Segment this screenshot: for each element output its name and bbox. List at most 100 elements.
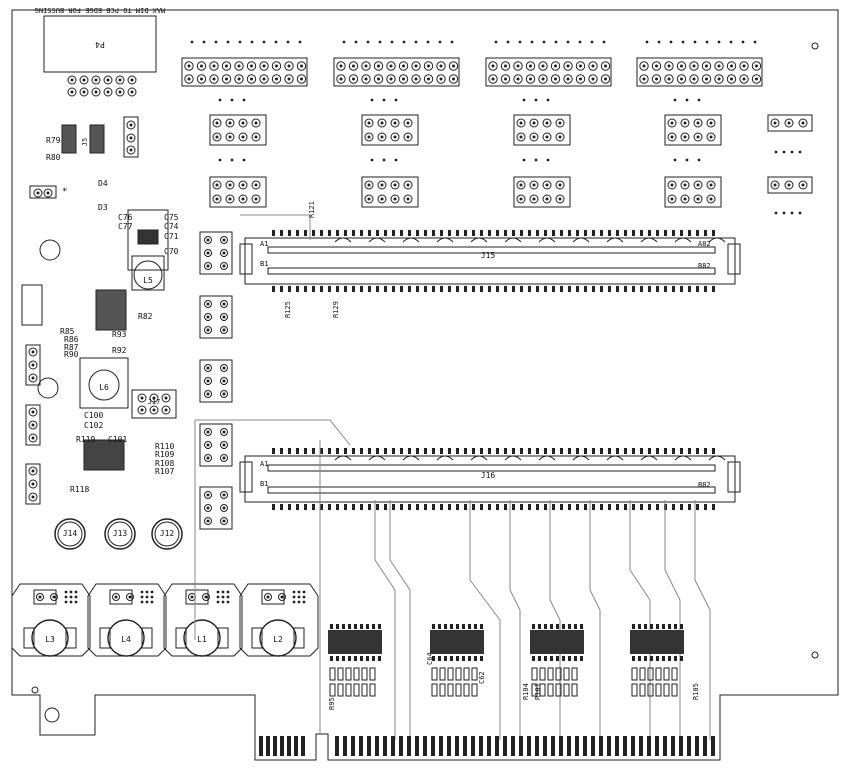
pin-hole: [275, 64, 278, 68]
pin-hole: [152, 408, 156, 412]
via: [534, 98, 538, 102]
pin-pad: [212, 194, 222, 204]
r109-label: R109: [155, 450, 174, 459]
pin-hole: [755, 77, 758, 81]
pin-pad: [701, 61, 712, 71]
pin-hole: [367, 135, 371, 139]
pin-pad: [115, 87, 125, 97]
pin-pad: [246, 74, 257, 84]
pin-hole: [414, 64, 418, 68]
via: [342, 40, 346, 44]
pin-hole: [655, 77, 658, 81]
pin-pad: [448, 61, 459, 71]
pin-hole: [31, 350, 35, 354]
connector-p4: [43, 15, 157, 73]
pin-hole: [742, 64, 746, 68]
via: [250, 40, 254, 44]
pin-hole: [222, 443, 226, 447]
via: [370, 98, 374, 102]
pin-pad: [600, 74, 611, 84]
j15-b1: B1: [260, 260, 268, 268]
pin-hole: [367, 183, 371, 187]
pin-pad: [516, 118, 526, 128]
pin-hole: [36, 191, 40, 195]
header-block: [209, 114, 267, 146]
pin-hole: [222, 493, 226, 497]
r90-label: R90: [64, 350, 79, 359]
pin-pad: [390, 194, 400, 204]
pin-hole: [532, 121, 536, 125]
pin-pad: [296, 61, 307, 71]
pin-hole: [352, 77, 355, 81]
pin-hole: [380, 121, 384, 125]
via: [685, 158, 689, 162]
pin-pad: [403, 118, 413, 128]
p4-pins: [67, 75, 137, 97]
mount-hole: [31, 686, 39, 694]
pin-hole: [82, 90, 86, 94]
pin-pad: [220, 504, 228, 512]
pin-hole: [70, 78, 74, 82]
pin-hole: [254, 121, 258, 125]
pin-pad: [220, 313, 228, 321]
pin-hole: [38, 595, 42, 599]
c76-label: C76: [118, 213, 133, 222]
r107-label: R107: [155, 467, 174, 476]
pin-hole: [164, 408, 168, 412]
header-block: [209, 176, 267, 208]
pin-pad: [798, 118, 808, 128]
pin-hole: [427, 77, 430, 81]
j16-a1: A1: [260, 460, 268, 468]
via: [274, 40, 278, 44]
pin-pad: [79, 75, 89, 85]
pin-pad: [28, 373, 38, 383]
pin-hole: [200, 64, 203, 68]
pin-pad: [555, 180, 565, 190]
pin-hole: [683, 121, 687, 125]
via: [230, 98, 234, 102]
via: [414, 40, 418, 44]
pin-hole: [52, 595, 56, 599]
pin-pad: [600, 61, 611, 71]
pin-pad: [706, 118, 716, 128]
pin-hole: [254, 197, 258, 201]
via: [382, 98, 386, 102]
via: [402, 40, 406, 44]
via: [216, 590, 220, 594]
r93-label: R93: [112, 330, 127, 339]
pin-hole: [275, 77, 278, 81]
pin-hole: [114, 595, 118, 599]
pin-pad: [204, 300, 212, 308]
pin-pad: [209, 61, 219, 71]
via: [216, 595, 220, 599]
c71-label: C71: [164, 232, 179, 241]
l1-label: L1: [197, 635, 207, 644]
via: [382, 158, 386, 162]
pin-pad: [373, 61, 384, 71]
pin-hole: [389, 64, 393, 68]
pin-pad: [550, 74, 561, 84]
pin-hole: [709, 197, 713, 201]
pin-pad: [575, 74, 586, 84]
pin-pad: [542, 180, 552, 190]
pin-hole: [554, 77, 557, 81]
pin-hole: [591, 77, 595, 81]
via: [366, 40, 370, 44]
via: [140, 600, 144, 604]
via: [657, 40, 661, 44]
pin-hole: [670, 183, 674, 187]
pin-pad: [204, 428, 212, 436]
via: [546, 158, 550, 162]
pin-pad: [126, 593, 134, 601]
header-block: [513, 176, 571, 208]
pin-hole: [402, 77, 405, 81]
pin-pad: [676, 61, 687, 71]
pin-pad: [67, 87, 77, 97]
inductor-outline: [87, 583, 167, 657]
pin-pad: [373, 74, 384, 84]
pin-hole: [692, 77, 696, 81]
pin-pad: [575, 61, 586, 71]
via: [693, 40, 697, 44]
pin-pad: [220, 517, 228, 525]
pin-pad: [398, 61, 409, 71]
